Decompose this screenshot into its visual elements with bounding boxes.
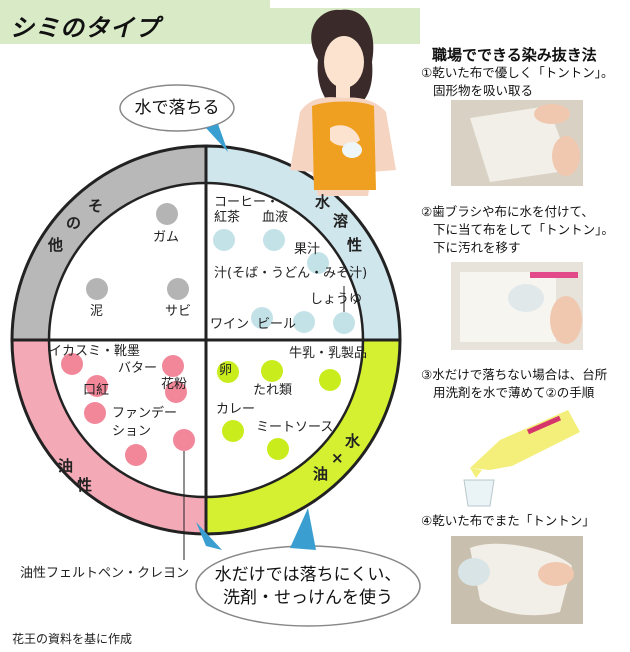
dot-gum bbox=[156, 203, 178, 225]
dot-mud bbox=[86, 278, 108, 300]
dot-milk bbox=[319, 369, 341, 391]
dot-lipstick-2 bbox=[84, 402, 106, 424]
step-3-line-1: ③水だけで落ちない場合は、台所 bbox=[421, 367, 608, 382]
dot-rust bbox=[167, 278, 189, 300]
bubble-bottom-tail-left bbox=[196, 522, 222, 550]
dot-beer bbox=[293, 311, 315, 333]
bubble-bottom-text: 水だけでは落ちにくい、 洗剤・せっけんを使う bbox=[198, 564, 418, 610]
item-soup: 汁(そば・うどん・みそ汁) bbox=[214, 266, 368, 281]
item-juice: 果汁 bbox=[294, 242, 321, 257]
label-other-2: の bbox=[66, 214, 82, 232]
item-squid-ink: イカスミ・靴墨 bbox=[49, 344, 141, 359]
item-egg: 卵 bbox=[219, 363, 233, 378]
bubble-bottom-line-1: 水だけでは落ちにくい、 bbox=[214, 565, 402, 585]
item-tea: 紅茶 bbox=[214, 210, 241, 225]
step-1-line-1: ①乾いた布で優しく「トントン」。 bbox=[421, 65, 614, 80]
dot-juice bbox=[307, 252, 329, 274]
dot-lipstick-1 bbox=[86, 375, 108, 397]
dot-pollen bbox=[165, 381, 187, 403]
label-mixed-3: 油 bbox=[313, 465, 329, 483]
bubble-top-tail bbox=[206, 124, 228, 152]
item-milk: 牛乳・乳製品 bbox=[289, 346, 368, 361]
dot-wine bbox=[251, 307, 273, 329]
item-curry: カレー bbox=[216, 402, 256, 417]
title-bar-notch bbox=[270, 0, 630, 8]
item-pollen: 花粉 bbox=[161, 377, 188, 392]
photo-1 bbox=[451, 100, 583, 186]
woman-illustration bbox=[290, 9, 396, 196]
item-meat-sauce: ミートソース bbox=[256, 420, 334, 435]
dot-pen bbox=[173, 429, 195, 451]
step-2-line-1: ②歯ブラシや布に水を付けて、 bbox=[421, 204, 594, 219]
item-mud: 泥 bbox=[90, 304, 104, 319]
step-2-line-3: 下に汚れを移す bbox=[433, 240, 521, 256]
label-mixed-2: × bbox=[331, 449, 344, 467]
step-2-line-2: 下に当て布をして「トントン」。 bbox=[433, 222, 614, 238]
step-2: ②歯ブラシや布に水を付けて、 下に当て布をして「トントン」。 下に汚れを移す bbox=[421, 203, 627, 257]
item-gum: ガム bbox=[153, 230, 180, 245]
item-beer: ビール bbox=[257, 317, 297, 332]
step-1: ①乾いた布で優しく「トントン」。 固形物を吸い取る bbox=[421, 64, 627, 100]
dot-butter bbox=[162, 355, 184, 377]
step-3-line-2: 用洗剤を水で薄めて②の手順 bbox=[433, 385, 595, 401]
step-1-line-2: 固形物を吸い取る bbox=[433, 83, 534, 99]
step-3: ③水だけで落ちない場合は、台所 用洗剤を水で薄めて②の手順 bbox=[421, 366, 627, 402]
label-other-3: そ bbox=[88, 197, 104, 215]
dot-egg bbox=[217, 361, 239, 383]
page-title: シミのタイプ bbox=[10, 14, 160, 42]
item-butter: バター bbox=[118, 361, 158, 376]
label-water-3: 性 bbox=[347, 236, 363, 254]
label-water-1: 水 bbox=[315, 193, 331, 211]
label-water-2: 溶 bbox=[333, 212, 349, 230]
label-oil-1: 油 bbox=[58, 457, 74, 475]
bubble-top-text: 水で落ちる bbox=[134, 98, 220, 118]
bubble-bottom-line-2: 洗剤・せっけんを使う bbox=[223, 587, 393, 608]
item-coffee: コーヒー・ bbox=[214, 195, 280, 210]
dot-meat-sauce bbox=[267, 438, 289, 460]
photo-2 bbox=[451, 262, 583, 350]
dot-soy bbox=[333, 312, 355, 334]
bubble-bottom-tail bbox=[290, 508, 316, 550]
item-soy: しょうゆ bbox=[310, 292, 363, 307]
label-mixed-1: 水 bbox=[345, 432, 361, 450]
item-rust: サビ bbox=[165, 304, 192, 319]
item-lipstick: 口紅 bbox=[83, 383, 110, 398]
item-felt-pen: 油性フェルトペン・クレヨン bbox=[20, 566, 190, 581]
item-wine: ワイン bbox=[210, 317, 250, 332]
source-credit: 花王の資料を基に作成 bbox=[12, 632, 133, 646]
dot-coffee bbox=[213, 229, 235, 251]
item-foundation-1: ファンデー bbox=[112, 406, 178, 421]
dot-sauce bbox=[261, 360, 283, 382]
item-sauce: たれ類 bbox=[253, 383, 293, 398]
label-oil-2: 性 bbox=[77, 476, 93, 494]
title-bar-notch-right bbox=[420, 8, 630, 44]
dot-blood bbox=[263, 229, 285, 251]
steps-title: 職場でできる染み抜き法 bbox=[432, 46, 597, 64]
label-other-1: 他 bbox=[48, 236, 64, 254]
dot-foundation bbox=[125, 444, 147, 466]
item-foundation-2: ション bbox=[112, 424, 152, 439]
bubble-top-shape bbox=[119, 84, 235, 132]
step-4-line-1: ④乾いた布でまた「トントン」 bbox=[421, 513, 595, 528]
dot-squid-ink bbox=[61, 353, 83, 375]
photo-3 bbox=[463, 410, 580, 507]
item-blood: 血液 bbox=[262, 210, 289, 225]
photo-4 bbox=[451, 536, 583, 624]
dot-curry bbox=[222, 420, 244, 442]
step-4: ④乾いた布でまた「トントン」 bbox=[421, 512, 627, 530]
